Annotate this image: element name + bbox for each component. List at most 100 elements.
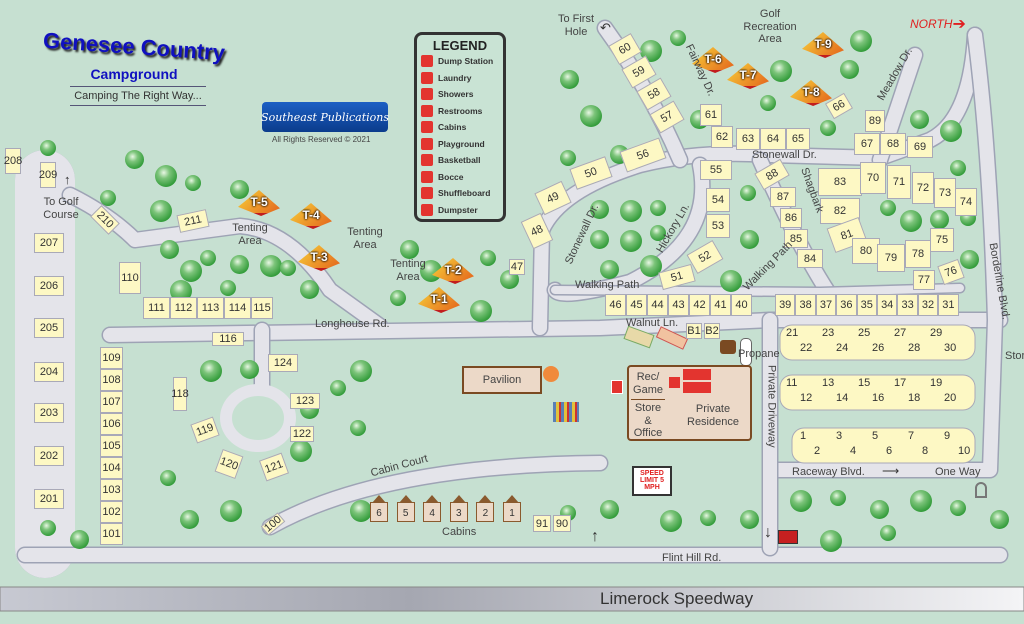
campsite-64[interactable]: 64 <box>760 128 786 150</box>
campsite-85[interactable]: 85 <box>784 229 808 248</box>
rv-site-11[interactable]: 11 <box>786 377 798 389</box>
rv-site-22[interactable]: 22 <box>800 342 813 354</box>
rv-site-7[interactable]: 7 <box>908 430 915 442</box>
cabin-6[interactable]: 6 <box>370 495 388 522</box>
campsite-111[interactable]: 111 <box>143 297 170 319</box>
campsite-54[interactable]: 54 <box>706 188 730 212</box>
campsite-B1[interactable]: B1 <box>686 323 702 339</box>
campsite-61[interactable]: 61 <box>700 104 722 126</box>
campsite-77[interactable]: 77 <box>913 270 935 290</box>
rv-site-2[interactable]: 2 <box>814 445 821 457</box>
campsite-70[interactable]: 70 <box>860 162 886 194</box>
rv-site-8[interactable]: 8 <box>922 445 929 457</box>
campsite-42[interactable]: 42 <box>689 294 710 316</box>
campsite-45[interactable]: 45 <box>626 294 647 316</box>
campsite-91[interactable]: 91 <box>533 515 551 532</box>
campsite-86[interactable]: 86 <box>780 208 802 228</box>
campsite-40[interactable]: 40 <box>731 294 752 316</box>
campsite-108[interactable]: 108 <box>100 369 123 391</box>
campsite-32[interactable]: 32 <box>917 294 939 316</box>
campsite-71[interactable]: 71 <box>887 165 911 199</box>
campsite-43[interactable]: 43 <box>668 294 689 316</box>
campsite-118[interactable]: 118 <box>171 377 189 411</box>
campsite-122[interactable]: 122 <box>290 426 314 442</box>
campsite-55[interactable]: 55 <box>700 160 732 180</box>
campsite-73[interactable]: 73 <box>934 178 956 208</box>
campsite-37[interactable]: 37 <box>815 294 837 316</box>
rv-site-5[interactable]: 5 <box>872 430 879 442</box>
cabin-4[interactable]: 4 <box>423 495 442 522</box>
campsite-68[interactable]: 68 <box>880 133 906 155</box>
campsite-72[interactable]: 72 <box>912 172 934 204</box>
rv-site-14[interactable]: 14 <box>836 392 849 404</box>
campsite-87[interactable]: 87 <box>770 187 796 207</box>
campsite-38[interactable]: 38 <box>795 294 816 316</box>
rv-site-23[interactable]: 23 <box>822 327 835 339</box>
campsite-65[interactable]: 65 <box>786 128 810 150</box>
rv-site-10[interactable]: 10 <box>958 445 971 457</box>
campsite-63[interactable]: 63 <box>736 128 760 150</box>
campsite-89[interactable]: 89 <box>865 110 885 132</box>
campsite-116[interactable]: 116 <box>212 332 244 346</box>
campsite-203[interactable]: 203 <box>34 403 64 423</box>
campsite-84[interactable]: 84 <box>797 249 823 268</box>
rv-site-18[interactable]: 18 <box>908 392 921 404</box>
campsite-109[interactable]: 109 <box>100 347 123 369</box>
cabin-2[interactable]: 2 <box>476 495 495 522</box>
campsite-44[interactable]: 44 <box>647 294 668 316</box>
rv-site-4[interactable]: 4 <box>850 445 857 457</box>
rv-site-30[interactable]: 30 <box>944 342 957 354</box>
campsite-31[interactable]: 31 <box>938 294 959 316</box>
campsite-204[interactable]: 204 <box>34 362 64 382</box>
campsite-46[interactable]: 46 <box>605 294 626 316</box>
campsite-47[interactable]: 47 <box>509 259 525 275</box>
campsite-205[interactable]: 205 <box>34 318 64 338</box>
campsite-105[interactable]: 105 <box>100 435 123 457</box>
campsite-101[interactable]: 101 <box>100 523 123 545</box>
campsite-B2[interactable]: B2 <box>704 323 720 339</box>
cabin-1[interactable]: 1 <box>503 495 521 522</box>
cabin-3[interactable]: 3 <box>449 495 468 522</box>
campsite-201[interactable]: 201 <box>34 489 64 509</box>
rv-site-21[interactable]: 21 <box>786 327 799 339</box>
rv-site-12[interactable]: 12 <box>800 392 813 404</box>
campsite-115[interactable]: 115 <box>251 297 273 319</box>
campsite-106[interactable]: 106 <box>100 413 123 435</box>
campsite-53[interactable]: 53 <box>706 214 730 238</box>
rv-site-9[interactable]: 9 <box>944 430 951 442</box>
campsite-74[interactable]: 74 <box>955 188 977 216</box>
cabin-5[interactable]: 5 <box>396 495 415 522</box>
campsite-33[interactable]: 33 <box>897 294 918 316</box>
rv-site-16[interactable]: 16 <box>872 392 885 404</box>
rv-site-6[interactable]: 6 <box>886 445 893 457</box>
campsite-90[interactable]: 90 <box>553 515 571 532</box>
campsite-69[interactable]: 69 <box>907 136 933 158</box>
rv-site-24[interactable]: 24 <box>836 342 849 354</box>
campsite-36[interactable]: 36 <box>836 294 857 316</box>
campsite-104[interactable]: 104 <box>100 457 123 479</box>
campsite-208[interactable]: 208 <box>4 148 22 174</box>
campsite-103[interactable]: 103 <box>100 479 123 501</box>
campsite-78[interactable]: 78 <box>905 240 931 268</box>
rv-site-17[interactable]: 17 <box>894 377 907 389</box>
campsite-39[interactable]: 39 <box>775 294 796 316</box>
campsite-34[interactable]: 34 <box>877 294 898 316</box>
campsite-114[interactable]: 114 <box>224 297 251 319</box>
rv-site-26[interactable]: 26 <box>872 342 885 354</box>
campsite-79[interactable]: 79 <box>877 244 905 272</box>
rv-site-3[interactable]: 3 <box>836 430 843 442</box>
campsite-80[interactable]: 80 <box>852 238 880 264</box>
rv-site-28[interactable]: 28 <box>908 342 921 354</box>
rv-site-1[interactable]: 1 <box>800 430 807 442</box>
campsite-202[interactable]: 202 <box>34 446 64 466</box>
campsite-75[interactable]: 75 <box>930 228 954 252</box>
campsite-107[interactable]: 107 <box>100 391 123 413</box>
campsite-207[interactable]: 207 <box>34 233 64 253</box>
campsite-102[interactable]: 102 <box>100 501 123 523</box>
rv-site-15[interactable]: 15 <box>858 377 871 389</box>
rv-site-27[interactable]: 27 <box>894 327 907 339</box>
campsite-41[interactable]: 41 <box>710 294 731 316</box>
rv-site-29[interactable]: 29 <box>930 327 943 339</box>
campsite-62[interactable]: 62 <box>711 126 733 148</box>
campsite-206[interactable]: 206 <box>34 276 64 296</box>
